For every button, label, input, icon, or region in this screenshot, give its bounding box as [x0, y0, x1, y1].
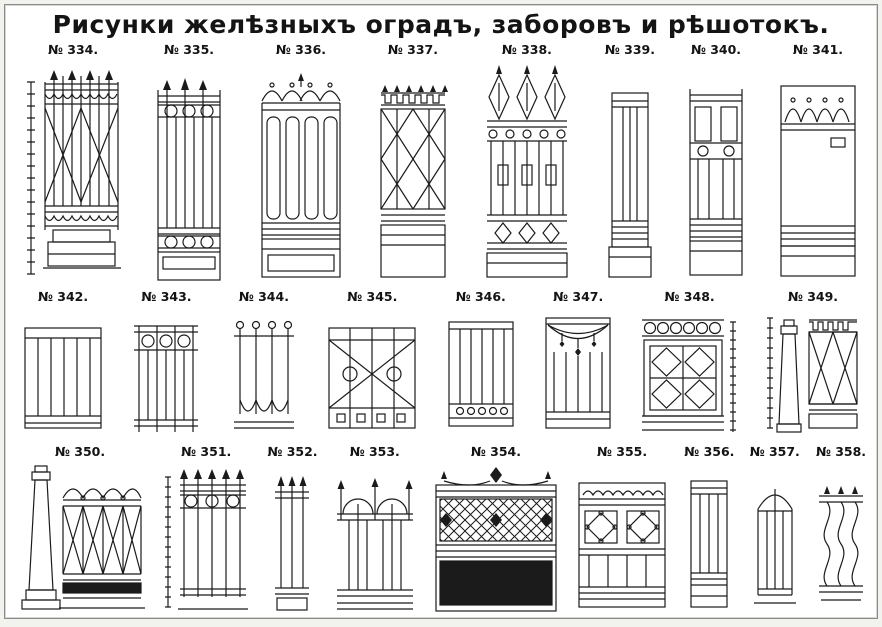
fence-figure-347: № 347.	[542, 288, 614, 438]
fence-figure-339: № 339.	[604, 41, 655, 283]
fence-figure-338: № 338.	[479, 41, 575, 283]
fence-drawing-354	[435, 466, 557, 612]
fence-drawing-347	[545, 316, 611, 429]
fence-figure-350: № 350.	[15, 443, 145, 617]
row-2: № 342. № 343.	[9, 288, 873, 438]
fence-drawing-334	[27, 69, 121, 275]
fence-figure-343: № 343.	[130, 288, 202, 438]
fence-drawing-344	[233, 320, 294, 429]
figure-label-339: № 339.	[604, 41, 655, 57]
figure-label-354: № 354.	[470, 443, 521, 459]
fence-figure-354: № 354.	[432, 443, 560, 617]
fence-figure-357: № 357.	[749, 443, 800, 617]
fence-figure-348: № 348.	[640, 288, 740, 438]
fence-drawing-336	[261, 72, 341, 278]
fence-drawing-342	[24, 326, 102, 429]
fence-figure-334: № 334.	[23, 41, 123, 283]
fence-figure-351: № 351.	[160, 443, 252, 617]
fence-figure-342: № 342.	[21, 288, 105, 438]
fence-figure-335: № 335.	[153, 41, 225, 283]
fence-drawing-337	[380, 84, 448, 278]
fence-drawing-357	[753, 488, 796, 604]
fence-drawing-356	[690, 479, 728, 608]
figure-label-352: № 352.	[267, 443, 318, 459]
fence-drawing-348	[641, 318, 736, 432]
catalog-page: Рисунки желѣзныхъ оградъ, заборовъ и рѣш…	[4, 4, 878, 619]
figure-label-356: № 356.	[684, 443, 735, 459]
figure-label-343: № 343.	[141, 288, 192, 304]
figure-label-358: № 358.	[815, 443, 867, 459]
fence-drawing-343	[134, 324, 199, 432]
fence-drawing-338	[486, 64, 568, 278]
figure-label-357: № 357.	[749, 443, 800, 459]
fence-figure-358: № 358.	[815, 443, 867, 617]
fence-figure-349: № 349.	[765, 288, 861, 438]
fence-drawing-346	[448, 320, 514, 427]
fence-figure-344: № 344.	[228, 288, 300, 438]
fence-figure-340: № 340.	[685, 41, 747, 283]
figure-label-344: № 344.	[238, 288, 289, 304]
figure-label-355: № 355.	[596, 443, 648, 459]
fence-figure-345: № 345.	[325, 288, 419, 438]
fence-figure-346: № 346.	[445, 288, 517, 438]
obelisk-post	[776, 318, 802, 433]
fence-drawing-341	[780, 84, 856, 277]
fence-figure-336: № 336.	[255, 41, 347, 283]
fence-drawing-339	[608, 91, 652, 278]
fence-figure-341: № 341.	[777, 41, 859, 283]
figure-label-353: № 353.	[349, 443, 400, 459]
fence-drawing-353	[336, 477, 413, 610]
fence-drawing-345	[328, 326, 416, 429]
measuring-scale	[766, 316, 773, 429]
fence-figure-337: № 337.	[377, 41, 449, 283]
dark-gate-panel	[439, 559, 553, 606]
obelisk-post	[21, 464, 61, 610]
figure-label-338: № 338.	[501, 41, 552, 57]
figure-label-350: № 350.	[54, 443, 106, 459]
row-1: № 334.	[9, 41, 873, 283]
figure-label-348: № 348.	[664, 288, 715, 304]
figure-label-341: № 341.	[792, 41, 844, 57]
fence-figure-353: № 353.	[333, 443, 417, 617]
figure-label-334: № 334.	[47, 41, 99, 57]
figure-label-336: № 336.	[275, 41, 327, 57]
figure-label-345: № 345.	[347, 288, 398, 304]
fence-drawing-335	[157, 77, 221, 281]
figure-label-347: № 347.	[552, 288, 604, 304]
page-title: Рисунки желѣзныхъ оградъ, заборовъ и рѣш…	[52, 10, 830, 39]
fence-drawing-352	[275, 475, 310, 611]
figure-label-337: № 337.	[387, 41, 438, 57]
fence-drawing-358	[818, 485, 863, 601]
measuring-scale	[165, 475, 172, 608]
fence-drawing-350	[21, 464, 145, 610]
fence-figure-356: № 356.	[684, 443, 735, 617]
measuring-scale	[27, 80, 35, 275]
fence-drawing-351	[165, 468, 249, 610]
fence-figure-352: № 352.	[267, 443, 318, 617]
fence-drawing-349	[766, 316, 858, 433]
figure-label-340: № 340.	[690, 41, 742, 57]
row-3: № 350.	[9, 443, 873, 617]
fence-drawing-355	[578, 481, 666, 608]
fence-drawing-340	[689, 88, 743, 276]
dark-base-band	[62, 581, 142, 594]
figure-label-342: № 342.	[37, 288, 89, 304]
figure-label-335: № 335.	[163, 41, 215, 57]
fence-figure-355: № 355.	[575, 443, 669, 617]
figure-label-351: № 351.	[181, 443, 232, 459]
figure-label-349: № 349.	[787, 288, 839, 304]
figure-label-346: № 346.	[455, 288, 506, 304]
measuring-scale	[729, 320, 736, 432]
